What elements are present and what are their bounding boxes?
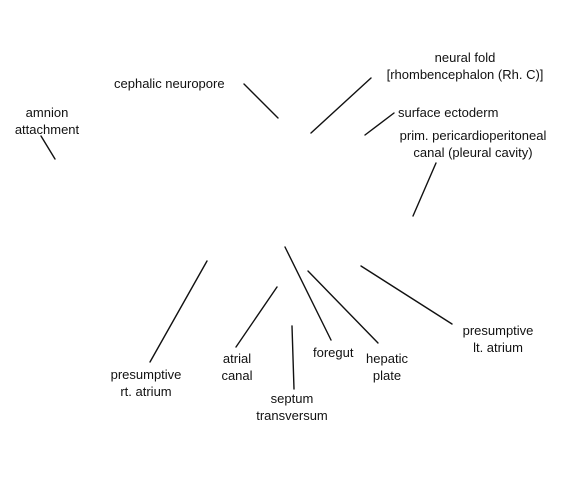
- label-atrial-canal-line1: atrial: [222, 351, 252, 366]
- leader-pericardioperitoneal-canal: [412, 162, 437, 217]
- label-cephalic-neuropore: cephalic neuropore: [114, 75, 225, 92]
- leader-neural-fold: [310, 77, 372, 134]
- label-hepatic-plate: hepatic plate: [359, 350, 415, 384]
- label-surface-ectoderm: surface ectoderm: [398, 104, 498, 121]
- label-septum-transversum-line2: transversum: [256, 408, 328, 423]
- label-neural-fold-line1: neural fold: [434, 50, 496, 65]
- label-presumptive-rt-atrium-line2: rt. atrium: [120, 384, 172, 399]
- leader-presumptive-lt-atrium: [360, 265, 453, 325]
- label-amnion-attachment-line2: attachment: [14, 122, 80, 137]
- leader-surface-ectoderm: [364, 112, 395, 136]
- label-pericardioperitoneal-canal-line1: prim. pericardioperitoneal: [399, 128, 547, 143]
- label-septum-transversum: septum transversum: [252, 390, 332, 424]
- label-cephalic-neuropore-line1: cephalic neuropore: [114, 76, 225, 91]
- leader-amnion-attachment: [40, 135, 56, 160]
- label-amnion-attachment-line1: amnion: [25, 105, 69, 120]
- label-atrial-canal-line2: canal: [221, 368, 253, 383]
- label-surface-ectoderm-line1: surface ectoderm: [398, 105, 499, 120]
- label-foregut-line1: foregut: [313, 345, 354, 360]
- leader-septum-transversum: [291, 325, 295, 390]
- label-hepatic-plate-line2: plate: [372, 368, 402, 383]
- label-presumptive-rt-atrium-line1: presumptive: [110, 367, 182, 382]
- label-atrial-canal: atrial canal: [212, 350, 262, 384]
- label-neural-fold-line2: [rhombencephalon (Rh. C)]: [386, 67, 544, 82]
- label-presumptive-lt-atrium-line1: presumptive: [462, 323, 534, 338]
- leader-atrial-canal: [235, 286, 278, 348]
- label-neural-fold: neural fold [rhombencephalon (Rh. C)]: [365, 49, 561, 83]
- label-hepatic-plate-line1: hepatic: [366, 351, 408, 366]
- label-foregut: foregut: [313, 344, 353, 361]
- label-amnion-attachment: amnion attachment: [9, 104, 85, 138]
- leader-hepatic-plate: [307, 270, 379, 344]
- label-presumptive-lt-atrium-line2: lt. atrium: [473, 340, 523, 355]
- leader-cephalic-neuropore: [243, 83, 279, 119]
- label-presumptive-lt-atrium: presumptive lt. atrium: [452, 322, 544, 356]
- leader-presumptive-rt-atrium: [149, 260, 208, 363]
- leader-foregut: [284, 246, 332, 341]
- label-presumptive-rt-atrium: presumptive rt. atrium: [100, 366, 192, 400]
- label-pericardioperitoneal-canal-line2: canal (pleural cavity): [413, 145, 533, 160]
- label-pericardioperitoneal-canal: prim. pericardioperitoneal canal (pleura…: [384, 127, 561, 161]
- label-septum-transversum-line1: septum: [270, 391, 314, 406]
